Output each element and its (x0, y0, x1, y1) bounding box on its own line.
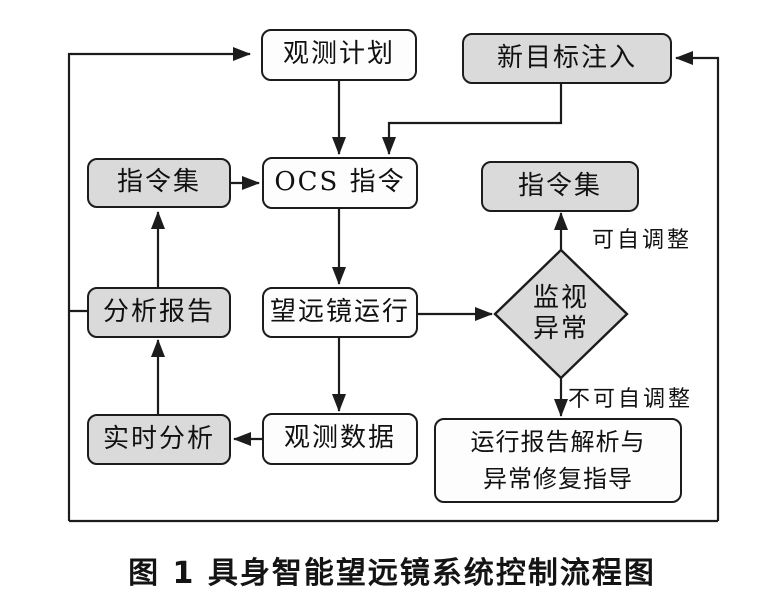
node-cmdset-right: 指令集 (481, 161, 639, 212)
node-realtime-analysis-label: 实时分析 (102, 423, 215, 454)
node-report-repair-guide-line1: 运行报告解析与 (470, 427, 646, 456)
node-analysis-report: 分析报告 (87, 287, 231, 338)
edge-feedback-left-to-observation-plan (67, 54, 250, 521)
branch-label-self-adjustable: 可自调整 (592, 228, 693, 253)
node-analysis-report-label: 分析报告 (102, 296, 215, 327)
node-report-repair-guide-line2: 异常修复指导 (483, 464, 633, 493)
node-new-target-inject: 新目标注入 (462, 33, 672, 84)
edge-feedback-right-to-new-target (675, 51, 720, 521)
node-cmdset-left: 指令集 (87, 158, 231, 208)
node-observation-data-label: 观测数据 (283, 423, 396, 454)
node-cmdset-left-label: 指令集 (116, 167, 201, 198)
node-report-repair-guide: 运行报告解析与 异常修复指导 (434, 418, 682, 503)
node-monitor-anomaly: 监视 异常 (491, 283, 631, 345)
node-cmdset-right-label: 指令集 (517, 170, 602, 201)
node-monitor-anomaly-line1: 监视 (532, 283, 589, 313)
branch-label-not-self-adjustable: 不可自调整 (568, 387, 694, 412)
node-telescope-run-label: 望远镜运行 (269, 296, 410, 327)
figure-caption: 图 1 具身智能望远镜系统控制流程图 (128, 556, 656, 591)
node-new-target-inject-label: 新目标注入 (496, 42, 637, 73)
node-telescope-run: 望远镜运行 (262, 287, 418, 338)
node-monitor-anomaly-line2: 异常 (532, 314, 589, 344)
node-observation-plan-label: 观测计划 (282, 39, 395, 70)
edge-new-target-to-ocs (382, 83, 563, 155)
node-observation-plan: 观测计划 (261, 29, 417, 81)
node-ocs-command-label: OCS 指令 (274, 167, 406, 198)
decision-monitor-anomaly-shape (493, 248, 629, 380)
node-observation-data: 观测数据 (262, 413, 418, 465)
node-ocs-command: OCS 指令 (262, 157, 418, 209)
node-realtime-analysis: 实时分析 (87, 414, 231, 465)
